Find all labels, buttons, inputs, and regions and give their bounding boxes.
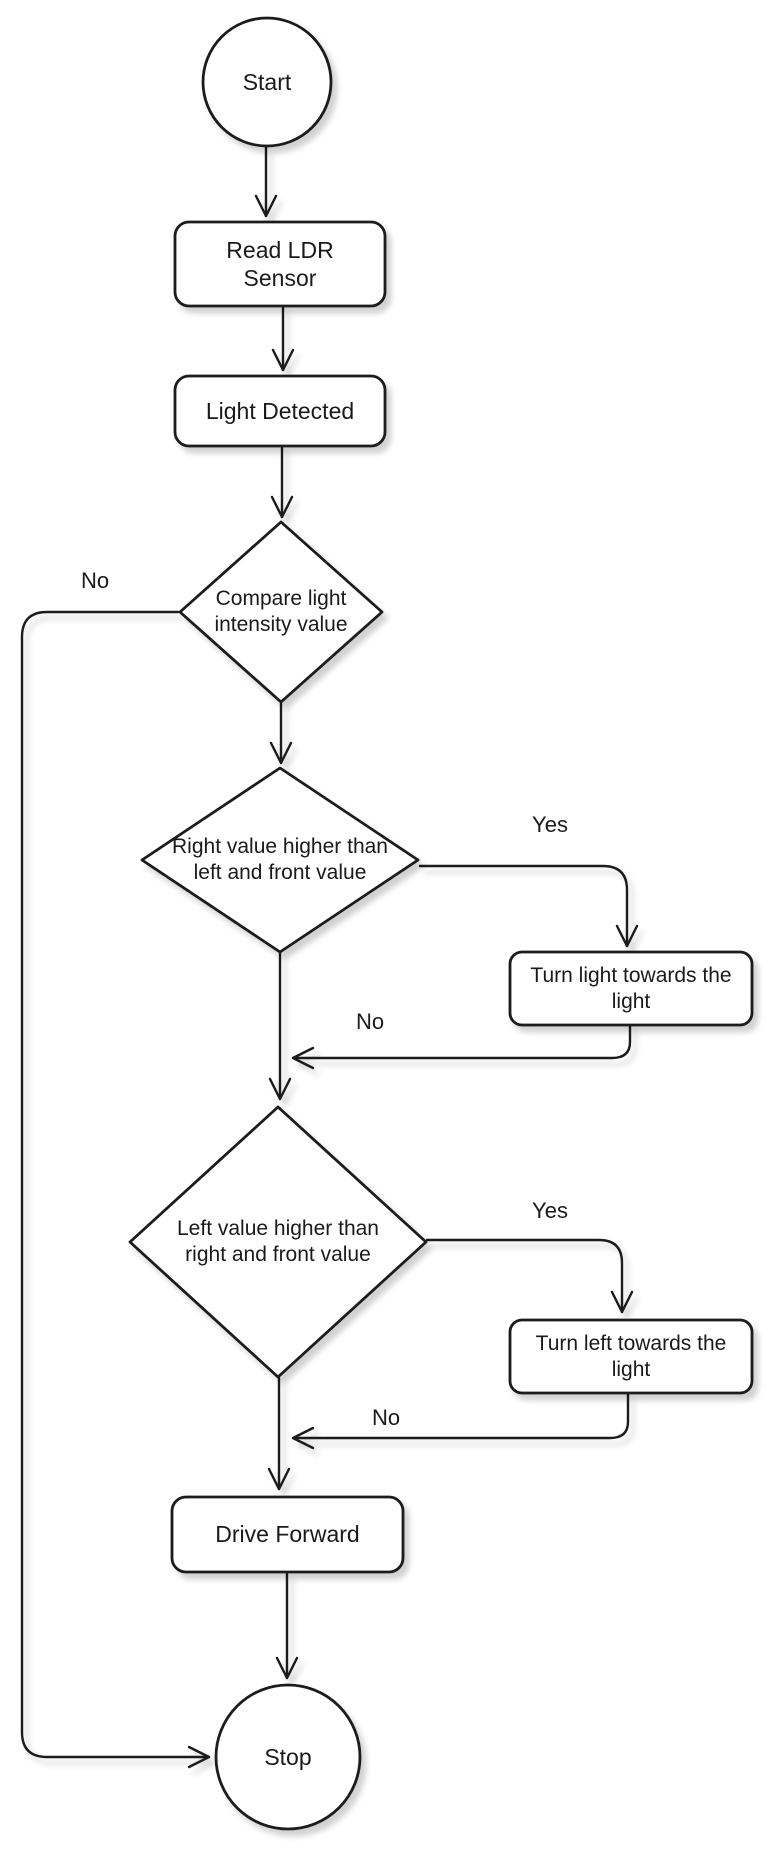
stop-terminator-shape [214,1683,362,1831]
start-terminator-shape [201,16,333,148]
drive-forward-process-shape [170,1495,405,1574]
left-higher-decision-shape [128,1105,428,1379]
compare-decision-shape [178,520,384,704]
edge-turn-right-no-merge [291,1024,632,1070]
read-ldr-process-shape [173,220,387,308]
edge-left-higher-yes-to-turn-left [425,1238,634,1314]
right-higher-decision-shape [140,766,420,954]
light-detected-process-shape [173,374,387,448]
turn-left-process-shape [508,1318,754,1395]
edge-turn-left-no-merge [291,1392,630,1450]
edge-compare-no-to-stop [20,610,211,1769]
edge-right-higher-yes-to-turn-right [418,864,639,948]
turn-right-process-shape [508,950,754,1027]
